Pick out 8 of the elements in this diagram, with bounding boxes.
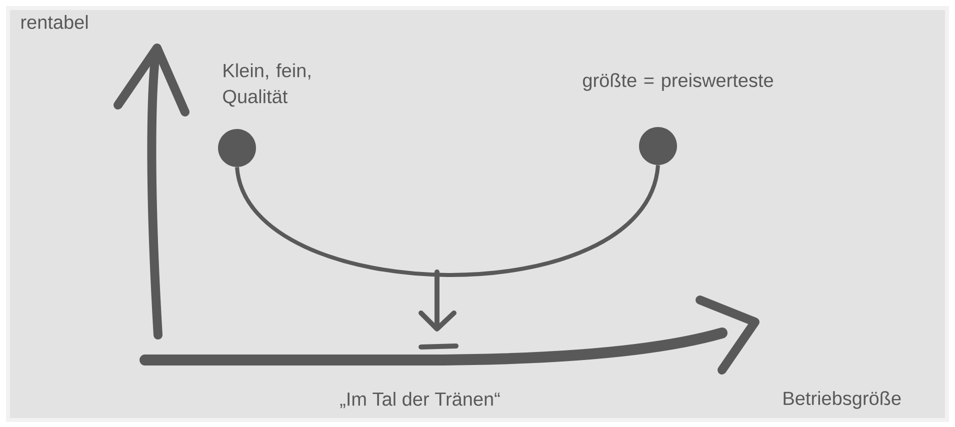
curve — [235, 164, 660, 277]
annotation-text: Klein, fein, Qualität — [223, 63, 310, 107]
axis-label: Betriebsgröße — [784, 391, 901, 409]
dot — [639, 127, 677, 165]
valley-caption: „Im Tal der Tränen“ — [340, 392, 500, 408]
annotation-text: größte = preiswerteste — [583, 73, 773, 91]
axis-label: rentabel — [21, 15, 88, 29]
dot — [218, 129, 256, 167]
